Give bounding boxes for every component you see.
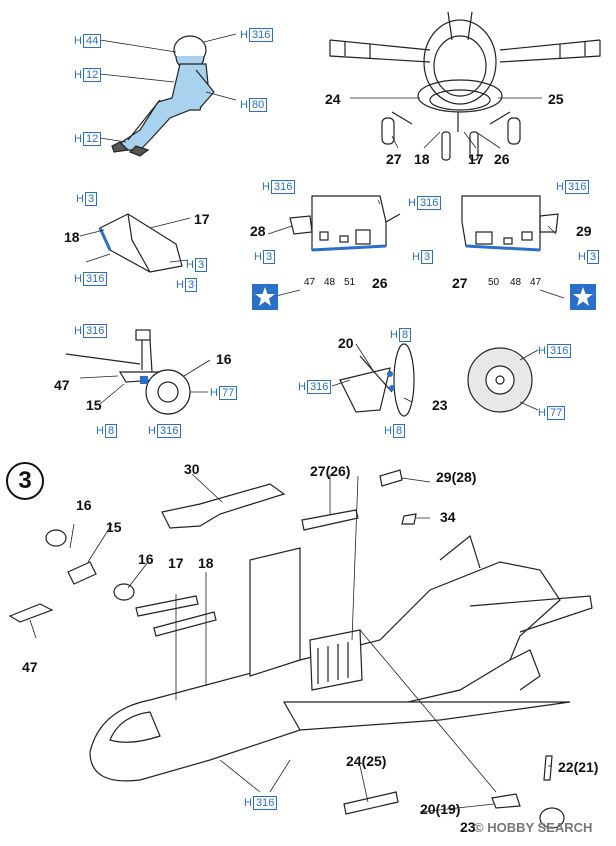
- part-47-assembly: 47: [22, 659, 38, 675]
- part-18: 18: [414, 151, 430, 167]
- door-left: [98, 213, 183, 273]
- part-23: 23: [432, 397, 448, 413]
- part-17-assembly: 17: [168, 555, 184, 571]
- part-16: 16: [216, 351, 232, 367]
- bay-left: [289, 195, 401, 252]
- part-20-19: 20(19): [420, 801, 461, 817]
- part-28: 28: [250, 223, 266, 239]
- part-17-door: 17: [194, 211, 210, 227]
- pilot-figure: [111, 35, 215, 157]
- fuselage: [89, 534, 593, 782]
- decal-51: 51: [344, 277, 356, 288]
- part-18-assembly: 18: [198, 555, 214, 571]
- part-24-25: 24(25): [346, 753, 387, 769]
- part-34: 34: [440, 509, 456, 525]
- parts: [8, 469, 565, 829]
- part-16-wheel: 16: [138, 551, 154, 567]
- part-17: 17: [468, 151, 484, 167]
- decal-48: 48: [324, 277, 336, 288]
- part-27-26: 27(26): [310, 463, 351, 479]
- star-decal-icon: [570, 284, 596, 310]
- decal-47-right: 47: [530, 277, 542, 288]
- part-20: 20: [338, 335, 354, 351]
- part-18-door: 18: [64, 229, 80, 245]
- part-30: 30: [184, 461, 200, 477]
- front-view: [329, 11, 601, 161]
- leader-lines: [29, 33, 565, 813]
- part-27-bay: 27: [452, 275, 468, 291]
- part-27: 27: [386, 151, 402, 167]
- part-15: 15: [86, 397, 102, 413]
- step-number: 3: [6, 462, 44, 500]
- part-15-assembly: 15: [106, 519, 122, 535]
- part-26: 26: [494, 151, 510, 167]
- part-47: 47: [54, 377, 70, 393]
- part-29: 29: [576, 223, 592, 239]
- main-gear-mid: [339, 343, 415, 417]
- decal-50: 50: [488, 277, 500, 288]
- part-16-assembly: 16: [76, 497, 92, 513]
- decal-48-right: 48: [510, 277, 522, 288]
- wheel-loose: [467, 347, 533, 413]
- nose-gear-left: [65, 329, 191, 415]
- part-29-28: 29(28): [436, 469, 477, 485]
- part-25: 25: [548, 91, 564, 107]
- part-24: 24: [325, 91, 341, 107]
- watermark: © HOBBY SEARCH: [474, 820, 593, 835]
- part-23-assembly: 23: [460, 819, 476, 835]
- part-22-21: 22(21): [558, 759, 599, 775]
- bay-right: [461, 195, 559, 252]
- part-26-bay: 26: [372, 275, 388, 291]
- decal-47: 47: [304, 277, 316, 288]
- star-decal-icon: [252, 284, 278, 310]
